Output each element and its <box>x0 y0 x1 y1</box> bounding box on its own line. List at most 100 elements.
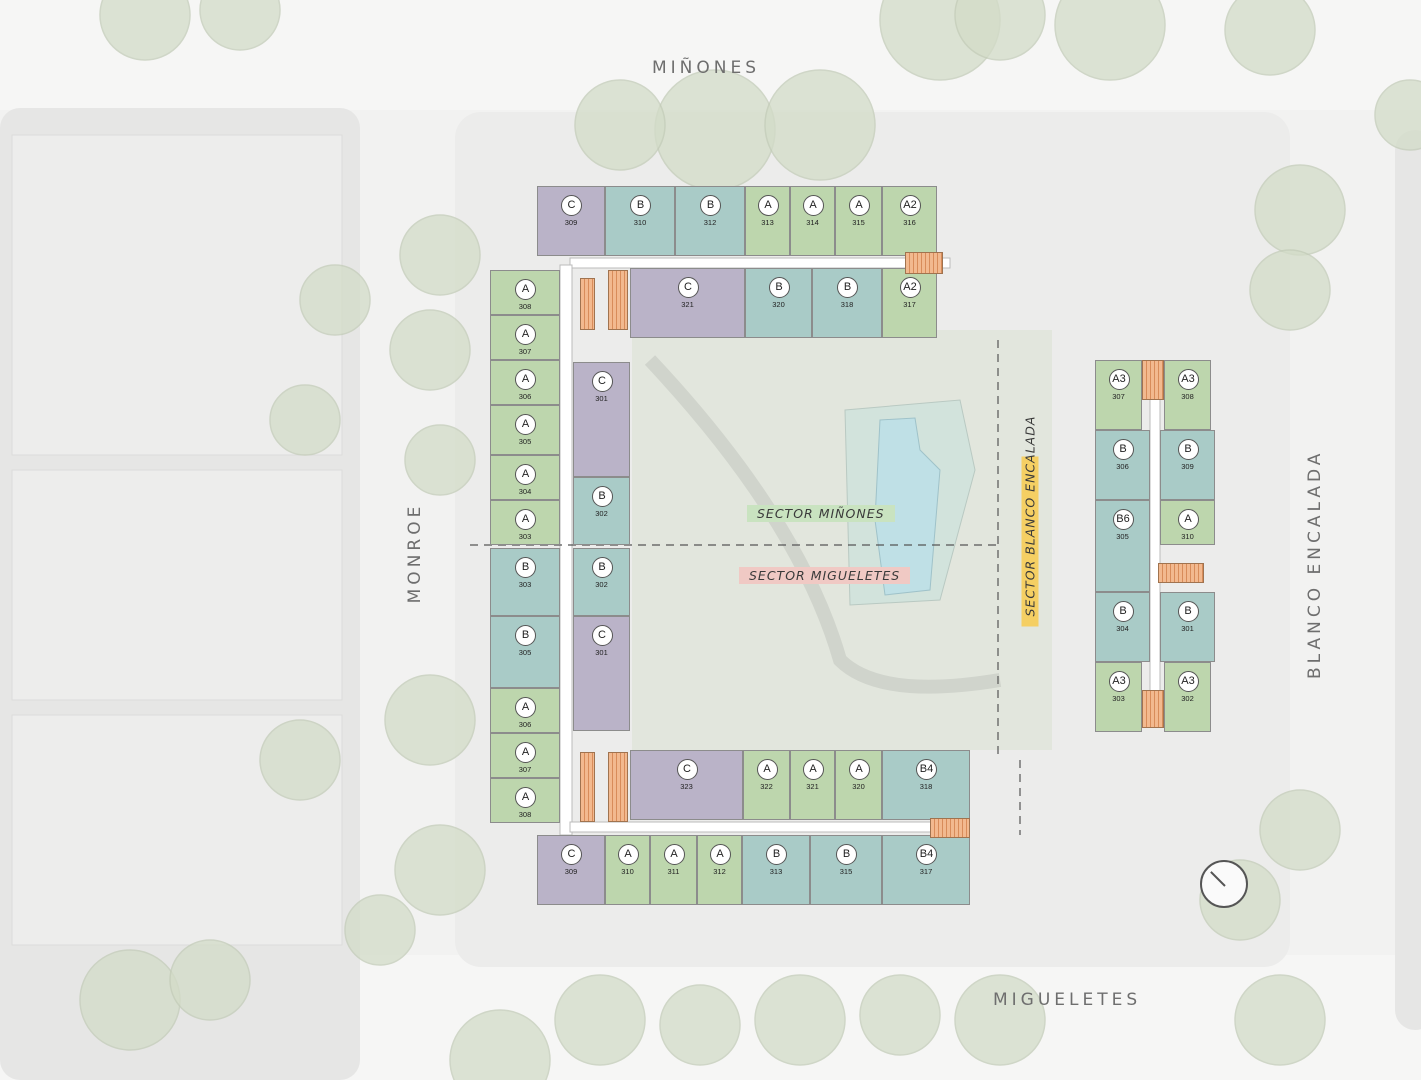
unit-number: 302 <box>595 509 608 518</box>
unit-number: 321 <box>681 300 694 309</box>
unit-number: 306 <box>1116 462 1129 471</box>
unit-type-label: A <box>1177 509 1199 530</box>
stair-core <box>608 270 628 330</box>
sector-label-minones: SECTOR MIÑONES <box>747 505 895 522</box>
tree-canopy <box>554 974 646 1066</box>
unit-number: 309 <box>1181 462 1194 471</box>
unit-number: 315 <box>852 218 865 227</box>
building-footprint <box>11 469 343 701</box>
unit-type-label: A <box>515 697 536 718</box>
unit-number: 307 <box>518 347 532 356</box>
unit-type-label: A <box>515 787 536 808</box>
unit-number: 301 <box>595 394 608 403</box>
unit-type-label: B <box>1177 601 1199 622</box>
unit-number: 303 <box>1112 694 1125 703</box>
unit-number: 310 <box>1181 532 1194 541</box>
unit-type-label: A <box>848 759 870 780</box>
unit-type-label: B <box>591 486 613 507</box>
tree-canopy <box>449 1009 551 1080</box>
unit-number: 305 <box>518 648 532 657</box>
tree-canopy <box>859 974 941 1056</box>
stair-core <box>608 752 628 822</box>
unit-type-label: A <box>802 195 824 216</box>
street-label-minones: MIÑONES <box>652 58 761 78</box>
apartment-unit[interactable]: B 302 <box>573 477 630 545</box>
unit-type-label: C <box>561 195 582 216</box>
unit-type-label: B <box>1177 439 1199 460</box>
tree-canopy <box>269 384 341 456</box>
tree-canopy <box>954 974 1046 1066</box>
apartment-unit[interactable]: B 309 <box>1160 430 1215 500</box>
unit-type-label: A <box>663 844 685 865</box>
stair-core <box>580 752 595 822</box>
sector-label-blanco-encalada: SECTOR BLANCO ENCALADA <box>1021 416 1039 627</box>
unit-number: 320 <box>772 300 785 309</box>
unit-number: 313 <box>769 867 783 876</box>
tree-canopy <box>1259 789 1341 871</box>
unit-number: 308 <box>518 302 532 311</box>
unit-number: 309 <box>564 867 578 876</box>
unit-number: 314 <box>806 218 819 227</box>
unit-type-label: A <box>515 279 536 300</box>
unit-number: 316 <box>903 218 916 227</box>
apartment-unit[interactable]: A 310 <box>1160 500 1215 545</box>
unit-type-label: B <box>836 844 857 865</box>
unit-number: 318 <box>919 782 933 791</box>
unit-number: 304 <box>518 487 532 496</box>
corridor <box>1149 397 1161 699</box>
apartment-unit[interactable]: C 309 <box>537 835 605 905</box>
apartment-unit[interactable]: A 314 <box>790 186 835 256</box>
unit-type-label: A3 <box>1108 369 1130 390</box>
unit-type-label: A <box>802 759 824 780</box>
unit-number: 317 <box>903 300 916 309</box>
tree-canopy <box>654 69 776 191</box>
apartment-unit[interactable]: A 308 <box>490 270 560 315</box>
unit-type-label: C <box>561 844 582 865</box>
unit-type-label: B <box>591 557 613 578</box>
unit-number: 318 <box>840 300 854 309</box>
tree-canopy <box>754 974 846 1066</box>
